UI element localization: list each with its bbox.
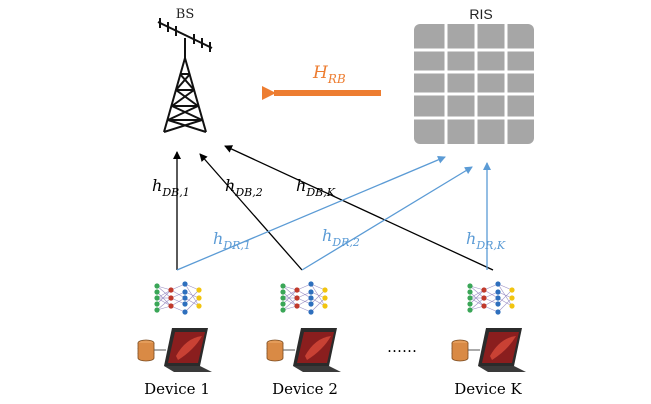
database-icon bbox=[266, 339, 284, 362]
neural-network-icon bbox=[153, 280, 203, 316]
antenna-tower-icon bbox=[157, 18, 213, 133]
ris-link-device-2 bbox=[301, 166, 473, 271]
device-2-label: Device 2 bbox=[272, 380, 338, 398]
tablet-laptop-icon bbox=[478, 328, 526, 372]
h-db-2-label: hDB,2 bbox=[225, 176, 263, 199]
h-db-1-label: hDB,1 bbox=[152, 176, 190, 199]
ris-label: RIS bbox=[469, 6, 492, 22]
direct-link-device-k bbox=[224, 145, 494, 271]
h-dr-1-label: hDR,1 bbox=[213, 229, 251, 252]
tablet-laptop-icon bbox=[293, 328, 341, 372]
neural-network-icon bbox=[466, 280, 516, 316]
database-icon bbox=[451, 339, 469, 362]
device-k-label: Device K bbox=[454, 380, 522, 398]
h-rb-label: HRB bbox=[312, 63, 346, 86]
h-db-k-label: hDB,K bbox=[296, 176, 336, 199]
device-k bbox=[451, 280, 526, 372]
tablet-laptop-icon bbox=[164, 328, 212, 372]
ris-link-device-1 bbox=[176, 156, 446, 271]
h-dr-2-label: hDR,2 bbox=[322, 226, 360, 249]
ris-panel-icon bbox=[414, 24, 534, 144]
devices-ellipsis: …… bbox=[387, 338, 417, 356]
bs-label: BS bbox=[176, 7, 194, 22]
device-1-label: Device 1 bbox=[144, 380, 210, 398]
neural-network-icon bbox=[279, 280, 329, 316]
device-1 bbox=[137, 280, 212, 372]
device-2 bbox=[266, 280, 341, 372]
h-dr-k-label: hDR,K bbox=[466, 229, 506, 252]
direct-link-device-2 bbox=[199, 153, 303, 271]
database-icon bbox=[137, 339, 155, 362]
